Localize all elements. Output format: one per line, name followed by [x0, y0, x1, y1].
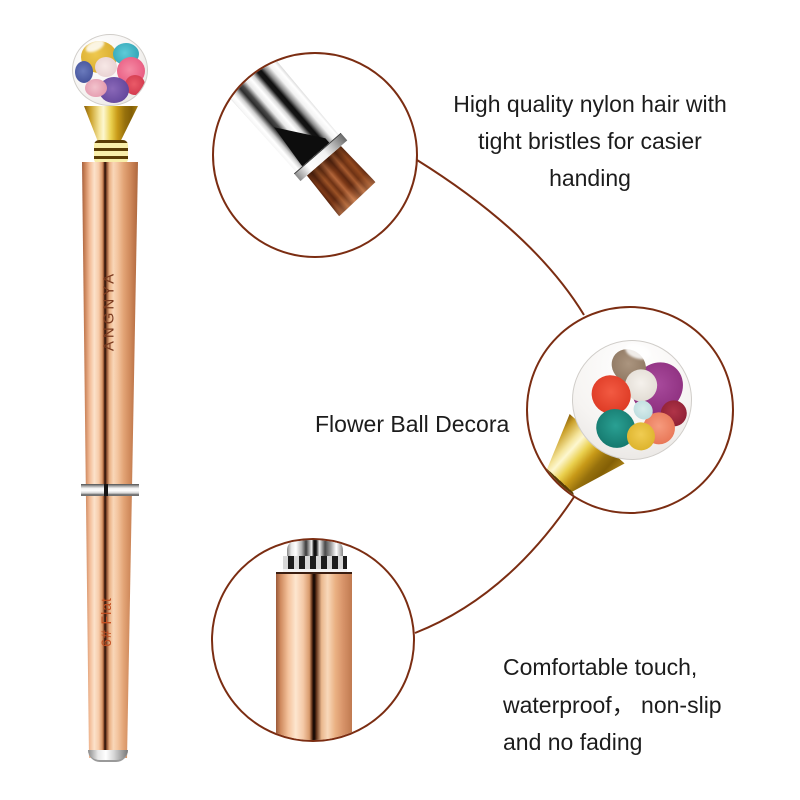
callout-circle-brush-tip: [212, 52, 418, 258]
brush-tip-closeup: [212, 52, 383, 222]
brush-pen-product: ANGNYA 6# Flat: [0, 0, 200, 800]
size-text: 6# Flat: [98, 597, 114, 647]
gold-cone: [84, 106, 138, 142]
comfort-line2: waterproof， non-slip: [503, 691, 722, 718]
nylon-hair-line2: tight bristles for casier handing: [478, 128, 702, 191]
rose-gold-tube-zoom: [276, 572, 352, 740]
gold-ring-collar: [94, 140, 128, 164]
rose-gold-handle: [82, 162, 138, 758]
callout-circle-flower-ball: [526, 306, 734, 514]
flower-blob: [75, 61, 93, 83]
chrome-cap-ridges: [283, 556, 347, 572]
nylon-hair-line1: High quality nylon hair with: [453, 91, 727, 117]
flower-ball-annotation: Flower Ball Decora: [315, 406, 515, 443]
comfort-line1: Comfortable touch,: [503, 654, 698, 680]
flower-ball-label: Flower Ball Decora: [315, 411, 510, 437]
brand-text: ANGNYA: [100, 270, 118, 352]
flower-ball-top: [72, 34, 148, 106]
flower-blob: [125, 75, 145, 95]
comfort-line3: and no fading: [503, 729, 643, 755]
comfort-annotation: Comfortable touch, waterproof， non-slip …: [503, 649, 763, 762]
callout-circle-handle: [211, 538, 415, 742]
connector-line-bottom: [414, 493, 577, 634]
handle-end-cap: [88, 750, 128, 762]
flower-blob: [95, 57, 117, 77]
chrome-cap-dome: [287, 540, 343, 556]
flower-ball-closeup: [528, 315, 717, 512]
flower-blob: [85, 79, 107, 97]
silver-band: [81, 484, 139, 496]
nylon-hair-annotation: High quality nylon hair with tight brist…: [440, 86, 740, 197]
